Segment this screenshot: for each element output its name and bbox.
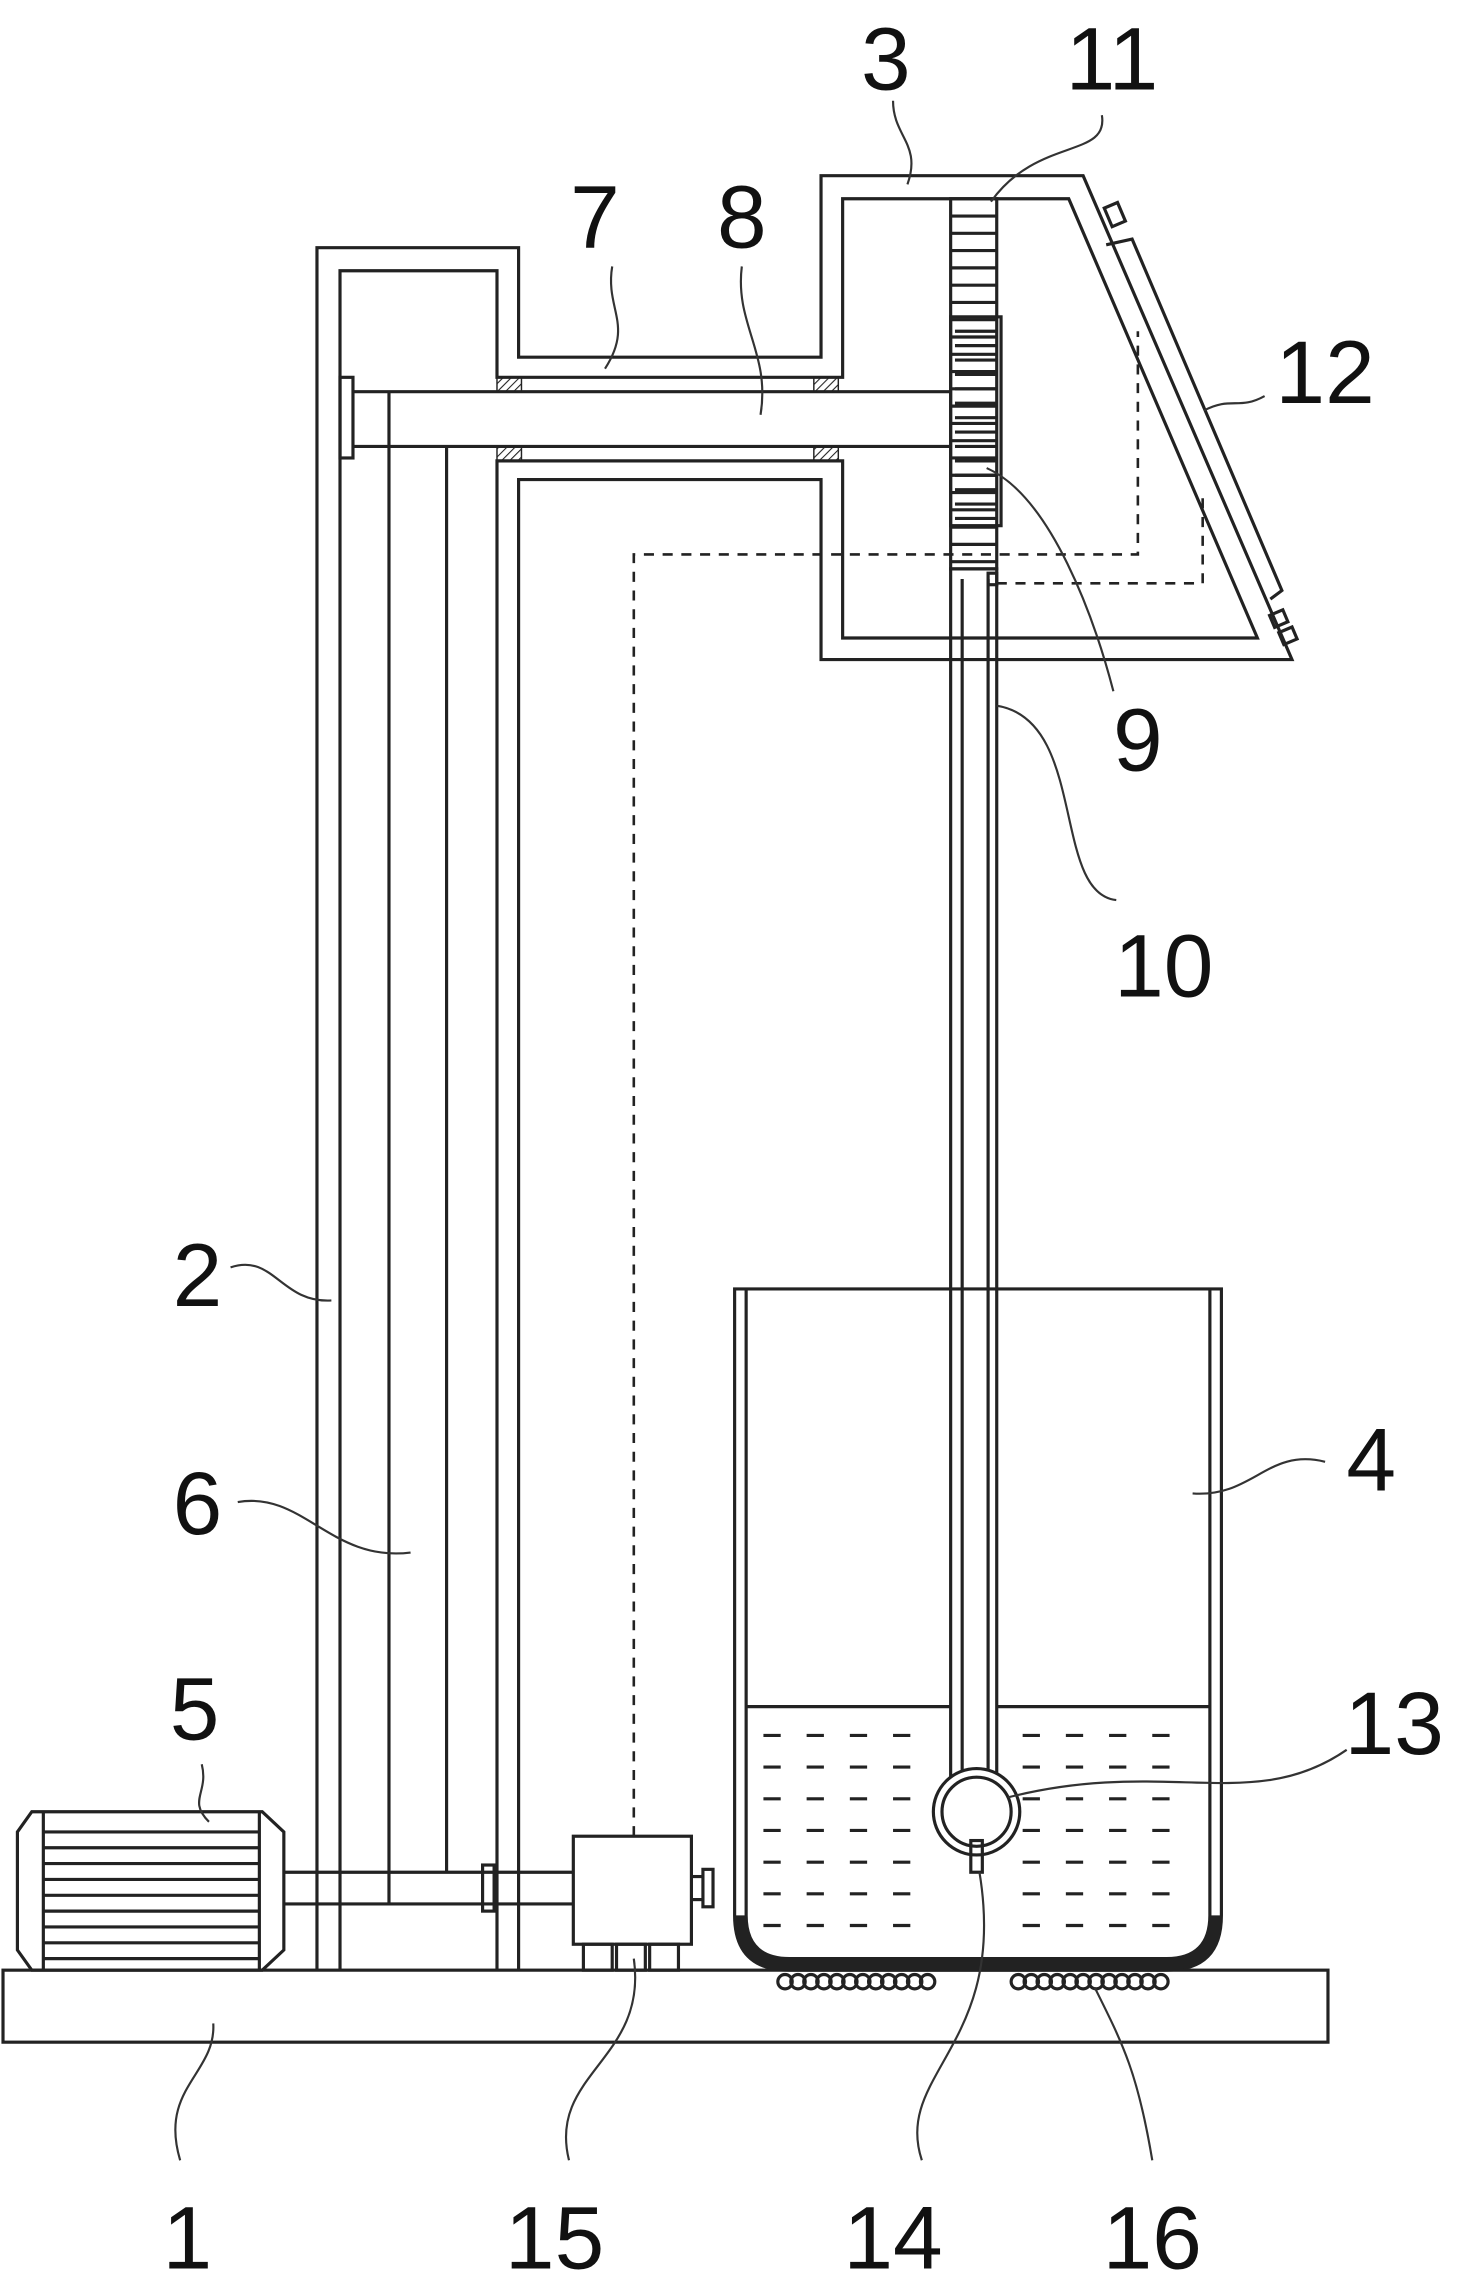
container	[733, 1287, 1223, 1972]
label-8: 8	[717, 167, 767, 267]
label-11: 11	[1066, 8, 1159, 108]
motor	[15, 1810, 286, 1972]
float-ball	[931, 1766, 1022, 1857]
label-3: 3	[861, 8, 911, 108]
label-6: 6	[173, 1453, 223, 1553]
label-16: 16	[1103, 2187, 1202, 2287]
rack	[949, 197, 999, 571]
label-2: 2	[173, 1225, 223, 1325]
label-15: 15	[505, 2187, 604, 2287]
leader-lines	[174, 100, 1348, 2161]
belt	[387, 391, 449, 1904]
reference-labels: 1 2 3 4 5 6 7 8 9 10 11 12 13 14 15 16	[163, 8, 1444, 2287]
shaft	[338, 375, 951, 460]
drive-shaft	[283, 1863, 715, 1913]
label-12: 12	[1275, 322, 1374, 422]
label-10: 10	[1114, 916, 1213, 1016]
gear	[949, 315, 1003, 528]
bearings	[496, 376, 840, 462]
label-1: 1	[163, 2187, 213, 2287]
wire-1	[632, 331, 1140, 1837]
label-9: 9	[1113, 689, 1163, 789]
lifting-rod	[949, 567, 999, 1781]
frame-outer	[315, 174, 1295, 1971]
support-balls	[776, 1972, 1170, 1991]
label-14: 14	[843, 2187, 942, 2287]
label-4: 4	[1346, 1410, 1396, 1510]
label-13: 13	[1345, 1673, 1444, 1773]
frame-inner	[338, 197, 1260, 1971]
control-panel	[1102, 200, 1300, 647]
pump	[571, 1834, 693, 1972]
ball	[1152, 1972, 1170, 1991]
wire-2	[996, 489, 1204, 585]
label-7: 7	[570, 167, 620, 267]
ball	[918, 1972, 937, 1991]
label-5: 5	[170, 1659, 220, 1759]
sensor	[969, 1838, 984, 1874]
